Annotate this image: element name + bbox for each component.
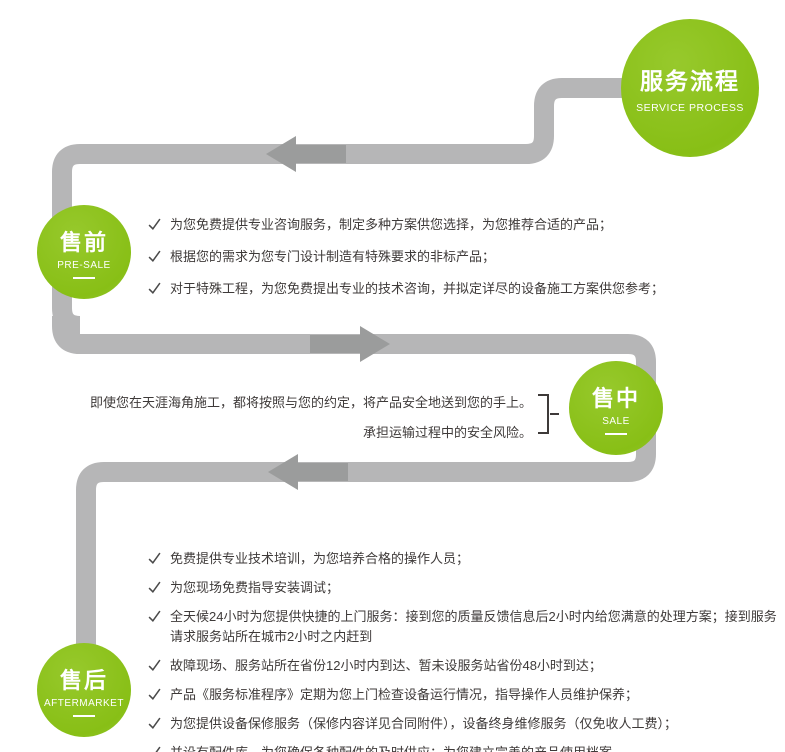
flow-arrow-right-middle-icon	[310, 326, 390, 362]
list-item: 对于特殊工程，为您免费提出专业的技术咨询，并拟定详尽的设备施工方案供您参考；	[148, 279, 776, 299]
header-badge: 服务流程 SERVICE PROCESS	[621, 19, 759, 157]
item-text: 免费提供专业技术培训，为您培养合格的操作人员；	[170, 551, 470, 566]
check-icon	[148, 688, 161, 701]
list-item: 为您提供设备保修服务（保修内容详见合同附件），设备终身维修服务（仅免收人工费）；	[148, 714, 780, 734]
list-item: 故障现场、服务站所在省份12小时内到达、暂未设服务站省份48小时到达；	[148, 656, 780, 676]
flow-arrow-left-bottom-icon	[268, 454, 348, 490]
stage-title-cn: 售中	[591, 386, 640, 411]
list-item: 为您免费提供专业咨询服务，制定多种方案供您选择，为您推荐合适的产品；	[148, 215, 776, 235]
check-icon	[148, 717, 161, 730]
check-icon	[148, 610, 161, 623]
stage-title-en: PRE-SALE	[57, 260, 111, 271]
list-item: 免费提供专业技术培训，为您培养合格的操作人员；	[148, 549, 780, 569]
stage-title-en: SALE	[602, 416, 630, 427]
flow-path-line	[51, 78, 665, 692]
flow-arrow-left-top-icon	[266, 136, 346, 172]
check-icon	[148, 659, 161, 672]
item-text: 为您提供设备保修服务（保修内容详见合同附件），设备终身维修服务（仅免收人工费）；	[170, 716, 678, 731]
item-text: 对于特殊工程，为您免费提出专业的技术咨询，并拟定详尽的设备施工方案供您参考；	[170, 281, 665, 296]
list-item: 产品《服务标准程序》定期为您上门检查设备运行情况，指导操作人员维护保养；	[148, 685, 780, 705]
underline-dash	[73, 715, 95, 717]
item-text: 故障现场、服务站所在省份12小时内到达、暂未设服务站省份48小时到达；	[170, 658, 602, 673]
item-text: 全天候24小时为您提供快捷的上门服务：接到您的质量反馈信息后2小时内给您满意的处…	[170, 609, 777, 644]
check-icon	[148, 218, 161, 231]
item-text: 根据您的需求为您专门设计制造有特殊要求的非标产品；	[170, 249, 496, 264]
sale-text-block: 即使您在天涯海角施工，都将按照与您的约定，将产品安全地送到您的手上。 承担运输过…	[72, 393, 532, 453]
stage-title-cn: 售前	[59, 230, 108, 255]
header-title-en: SERVICE PROCESS	[636, 102, 744, 114]
item-text: 为您免费提供专业咨询服务，制定多种方案供您选择，为您推荐合适的产品；	[170, 217, 613, 232]
stage-title-en: AFTERMARKET	[44, 698, 124, 709]
check-icon	[148, 552, 161, 565]
check-icon	[148, 746, 161, 752]
header-title-cn: 服务流程	[640, 68, 740, 94]
item-text: 为您现场免费指导安装调试；	[170, 580, 340, 595]
check-icon	[148, 250, 161, 263]
sale-line: 承担运输过程中的安全风险。	[362, 425, 532, 440]
underline-dash	[73, 277, 95, 279]
item-text: 产品《服务标准程序》定期为您上门检查设备运行情况，指导操作人员维护保养；	[170, 687, 639, 702]
list-item: 并设有配件库，为您确保各种配件的及时供应；为您建立完善的产品使用档案。	[148, 743, 780, 752]
stage-title-cn: 售后	[59, 668, 108, 693]
stage-badge-pre-sale: 售前 PRE-SALE	[37, 205, 131, 299]
bracket-icon	[538, 394, 559, 434]
stage-badge-aftermarket: 售后 AFTERMARKET	[37, 643, 131, 737]
list-item: 根据您的需求为您专门设计制造有特殊要求的非标产品；	[148, 247, 776, 267]
list-item: 为您现场免费指导安装调试；	[148, 578, 780, 598]
check-icon	[148, 282, 161, 295]
aftermarket-list: 免费提供专业技术培训，为您培养合格的操作人员； 为您现场免费指导安装调试； 全天…	[148, 549, 780, 752]
item-text: 并设有配件库，为您确保各种配件的及时供应；为您建立完善的产品使用档案。	[170, 743, 625, 752]
check-icon	[148, 581, 161, 594]
sale-line: 即使您在天涯海角施工，都将按照与您的约定，将产品安全地送到您的手上。	[89, 395, 532, 410]
underline-dash	[605, 433, 627, 435]
stage-badge-sale: 售中 SALE	[569, 361, 663, 455]
pre-sale-list: 为您免费提供专业咨询服务，制定多种方案供您选择，为您推荐合适的产品； 根据您的需…	[148, 215, 776, 311]
list-item: 全天候24小时为您提供快捷的上门服务：接到您的质量反馈信息后2小时内给您满意的处…	[148, 607, 780, 647]
